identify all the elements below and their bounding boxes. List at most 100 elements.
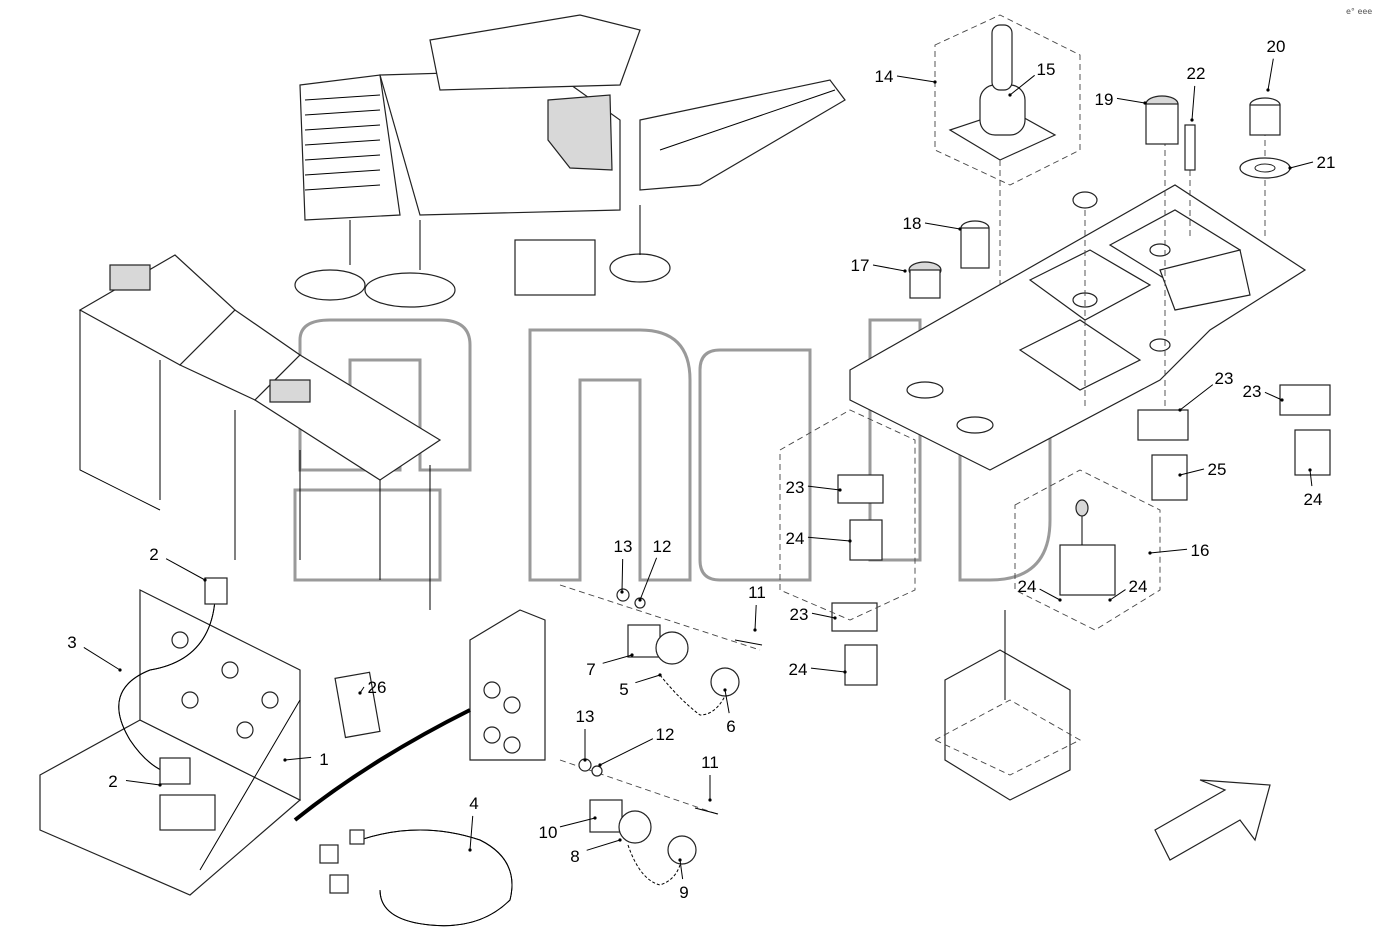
callout-label-7: 7: [586, 660, 595, 679]
callout-leader: [810, 667, 846, 673]
callout-leader: [1009, 74, 1035, 96]
callout-dot: [118, 668, 122, 672]
callout-leader: [165, 558, 206, 581]
callout-label-24: 24: [1018, 577, 1037, 596]
callout-label-20: 20: [1267, 37, 1286, 56]
direction-arrow-icon: [1154, 779, 1271, 861]
callout-leader: [896, 75, 936, 83]
callout-dot: [1308, 468, 1312, 472]
callout-dot: [1288, 166, 1292, 170]
callout-dot: [358, 691, 362, 695]
callout-leader: [599, 738, 654, 766]
callout-leader: [1179, 468, 1205, 476]
callout-label-23: 23: [1215, 369, 1234, 388]
callout-label-9: 9: [679, 883, 688, 902]
callout-label-18: 18: [903, 214, 922, 233]
connector-assembly-upper: [559, 584, 763, 716]
callout-leader: [1149, 548, 1188, 554]
callout-leader: [1289, 161, 1314, 169]
callout-leader: [559, 817, 596, 828]
callout-leader: [811, 612, 836, 619]
callout-dot: [158, 783, 162, 787]
callout-label-4: 4: [469, 794, 478, 813]
callout-label-24: 24: [1129, 577, 1148, 596]
callout-dot: [833, 616, 837, 620]
callout-leader: [1267, 58, 1274, 91]
callout-leader: [469, 815, 474, 851]
callout-label-1: 1: [319, 750, 328, 769]
callout-label-17: 17: [851, 256, 870, 275]
control-console: [78, 254, 442, 610]
callout-leader: [125, 779, 161, 786]
connector-assembly-lower: [559, 758, 721, 886]
callout-dot: [1190, 118, 1194, 122]
callout-label-13: 13: [614, 537, 633, 556]
callout-dot: [1178, 408, 1182, 412]
callout-leader: [807, 536, 851, 542]
callout-dot: [843, 670, 847, 674]
callout-dot: [283, 758, 287, 762]
callout-label-10: 10: [539, 823, 558, 842]
callout-label-16: 16: [1191, 541, 1210, 560]
callout-leader: [872, 264, 906, 272]
callout-leader: [621, 558, 624, 593]
callout-dot: [903, 269, 907, 273]
callout-dot: [638, 598, 642, 602]
callout-dot: [678, 858, 682, 862]
joystick-assembly: [934, 14, 1081, 360]
callout-dot: [723, 688, 727, 692]
callout-label-21: 21: [1317, 153, 1336, 172]
callout-dot: [958, 227, 962, 231]
callout-label-5: 5: [619, 680, 628, 699]
callout-label-26: 26: [368, 678, 387, 697]
control-box: [39, 577, 302, 896]
milling-machine: [294, 14, 846, 308]
callout-label-3: 3: [67, 633, 76, 652]
callout-dot: [933, 80, 937, 84]
callout-dot: [708, 798, 712, 802]
callout-label-25: 25: [1208, 460, 1227, 479]
callout-dot: [838, 488, 842, 492]
callout-leader: [639, 557, 658, 601]
callout-dot: [753, 628, 757, 632]
callout-label-12: 12: [653, 537, 672, 556]
callout-dot: [1143, 101, 1147, 105]
callout-leader: [1191, 85, 1196, 121]
callout-leader: [83, 646, 121, 671]
callout-leader: [679, 859, 684, 880]
callout-dot: [1008, 93, 1012, 97]
socket-plate: [293, 609, 546, 822]
callout-leaders: [83, 58, 1314, 880]
callout-dot: [593, 816, 597, 820]
callout-label-11: 11: [748, 583, 766, 602]
callout-dot: [468, 848, 472, 852]
joystick-assembly-lower: [933, 469, 1161, 801]
callout-dot: [583, 758, 587, 762]
callout-dot: [620, 590, 624, 594]
callout-label-24: 24: [1304, 490, 1323, 509]
callout-label-6: 6: [726, 717, 735, 736]
callout-label-8: 8: [570, 847, 579, 866]
callout-label-11: 11: [701, 753, 719, 772]
cable-harness: [319, 829, 513, 927]
callout-dot: [1280, 398, 1284, 402]
callout-leader: [724, 689, 730, 714]
callout-label-2: 2: [149, 545, 158, 564]
label-part: [334, 671, 381, 739]
callout-label-24: 24: [786, 529, 805, 548]
callout-label-22: 22: [1187, 64, 1206, 83]
callout-dot: [1058, 598, 1062, 602]
callout-dot: [1266, 88, 1270, 92]
callout-leader: [807, 485, 841, 491]
callout-dot: [630, 653, 634, 657]
callout-dot: [658, 673, 662, 677]
callout-leader: [924, 222, 961, 230]
callout-leader: [1116, 97, 1146, 104]
callout-dot: [598, 763, 602, 767]
corner-mark: e° eee: [1346, 7, 1372, 16]
callout-label-15: 15: [1037, 60, 1056, 79]
callout-leader: [586, 839, 621, 851]
callout-dot: [618, 838, 622, 842]
callout-leader: [1179, 384, 1214, 411]
